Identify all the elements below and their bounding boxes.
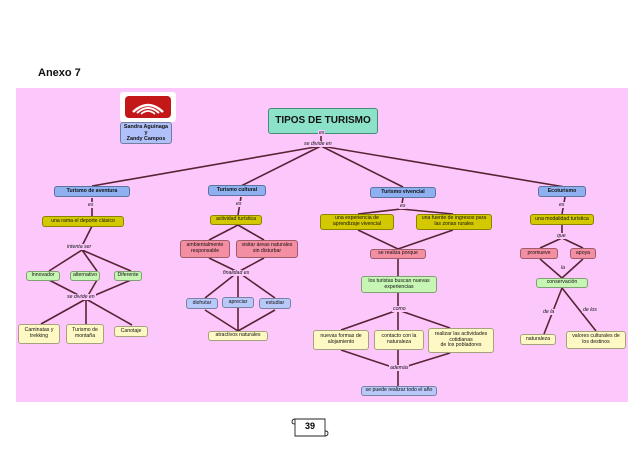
node-nuevas-formas: nuevas formas de alojamiento <box>313 330 369 350</box>
node-apoya: apoya <box>570 248 596 259</box>
node-experiencia-vivencial: una experiencia de aprendizaje vivencial <box>320 214 394 230</box>
connector-label: de los <box>582 307 598 313</box>
connector-label: intenta ser <box>66 244 93 250</box>
node-estudiar: estudiar <box>259 298 291 309</box>
connector-label: es <box>87 202 95 208</box>
node-caminatas: Caminatas y trekking <box>18 324 60 344</box>
scroll-frame-icon <box>291 418 329 437</box>
node-aventura-rama: una rama el deporte clásico <box>42 216 124 227</box>
page-number: 39 <box>304 421 315 431</box>
node-naturaleza: naturaleza <box>520 334 556 345</box>
node-realizar-actividades: realizar las actividades cotidianas de l… <box>428 328 494 353</box>
annex-label: Anexo 7 <box>38 67 81 79</box>
node-atractivos-naturales: atractivos naturales <box>208 331 268 341</box>
connector-label: es <box>235 201 243 207</box>
connector-label: además <box>389 365 410 371</box>
node-turismo-cultural: Turismo cultural <box>208 185 266 196</box>
node-visitar-areas: visitar áreas naturales sin disturbar <box>236 240 298 258</box>
node-se-realiza-porque: se realiza porque <box>370 249 426 259</box>
connector-label: se divide en <box>66 294 96 300</box>
node-apreciar: apreciar <box>222 297 254 308</box>
node-modalidad-turistica: una modalidad turística <box>530 214 594 225</box>
node-turismo-aventura: Turismo de aventura <box>54 186 130 197</box>
connector-label: es <box>558 202 566 208</box>
node-innovador: Innovador <box>26 271 60 281</box>
node-turistas-buscan: los turistas buscan nuevas experiencias <box>361 276 437 293</box>
node-turismo-vivencial: Turismo vivencial <box>370 187 436 198</box>
connector-label: es <box>318 130 326 136</box>
map-title: TIPOS DE TURISMO <box>268 108 378 134</box>
connector-label: que <box>556 233 567 239</box>
node-valores-culturales: valores culturales de los destinos <box>566 331 626 349</box>
node-disfrutar: disfrutar <box>186 298 218 309</box>
node-ambientalmente-responsable: ambientalmente responsable <box>180 240 230 258</box>
node-montana: Turismo de montaña <box>66 324 104 344</box>
connector-label: finalidad es <box>222 270 251 276</box>
logo-icon <box>125 96 171 118</box>
node-alternativo: alternativo <box>70 271 100 281</box>
node-ecoturismo: Ecoturismo <box>538 186 586 197</box>
node-todo-el-ano: se puede realizar todo el año <box>361 386 437 396</box>
connector-label: como <box>392 306 407 312</box>
page-number-scroll: 39 <box>290 416 330 440</box>
connector-label: de la <box>542 309 556 315</box>
connector-label: la <box>560 265 567 271</box>
node-actividad-turistica: actividad turística <box>210 215 262 225</box>
node-contacto-naturaleza: contacto con la naturaleza <box>374 330 424 350</box>
node-fuente-ingresos: una fuente de ingresos para las zonas ru… <box>416 214 492 230</box>
node-promueve: promueve <box>520 248 558 259</box>
node-conservacion: conservación <box>536 278 588 288</box>
authors-box: Sandra Aguinaga y Zandy Campos <box>120 122 172 144</box>
connector-label: es <box>399 203 407 209</box>
logo-image <box>120 92 176 122</box>
concept-map: Sandra Aguinaga y Zandy Campos TIPOS DE … <box>16 88 628 402</box>
node-diferente: Diferente <box>114 271 142 281</box>
connector-label: se divide en <box>303 141 333 147</box>
node-canotaje: Canotaje <box>114 326 148 337</box>
